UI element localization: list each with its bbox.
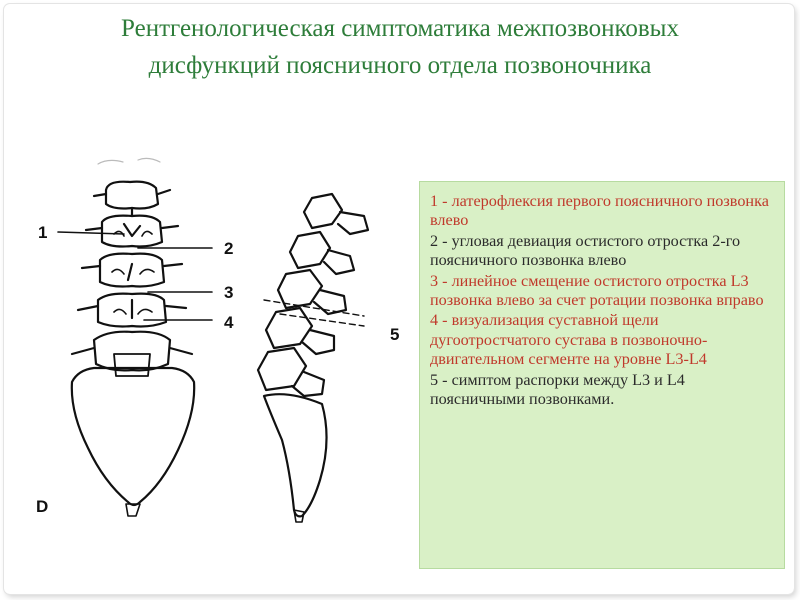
frontal-spine-view <box>72 158 194 516</box>
legend-item-3: 3 - линейное смещение остистого отростка… <box>430 272 776 311</box>
panel-label: D <box>36 497 48 516</box>
legend-box: 1 - латерофлексия первого поясничного по… <box>419 181 785 569</box>
title-line-1: Рентгенологическая симптоматика межпозво… <box>20 10 780 47</box>
legend-item-4: 4 - визуализация суставной щели дугоотро… <box>430 311 776 369</box>
callout-4: 4 <box>224 313 234 332</box>
callout-3: 3 <box>224 283 233 302</box>
legend-item-2: 2 - угловая девиация остистого отростка … <box>430 232 776 271</box>
spine-xray-figure: 1 2 3 4 5 D <box>28 150 418 530</box>
callout-5: 5 <box>390 325 399 344</box>
title-line-2: дисфункций поясничного отдела позвоночни… <box>20 47 780 84</box>
callout-1: 1 <box>38 223 47 242</box>
callout-2: 2 <box>224 239 233 258</box>
spine-drawing: 1 2 3 4 5 D <box>28 150 418 530</box>
lateral-spine-view <box>258 194 368 522</box>
legend-item-5: 5 - симптом распорки между L3 и L4 поясн… <box>430 371 776 410</box>
slide-title: Рентгенологическая симптоматика межпозво… <box>20 10 780 84</box>
legend-item-1: 1 - латерофлексия первого поясничного по… <box>430 192 776 231</box>
